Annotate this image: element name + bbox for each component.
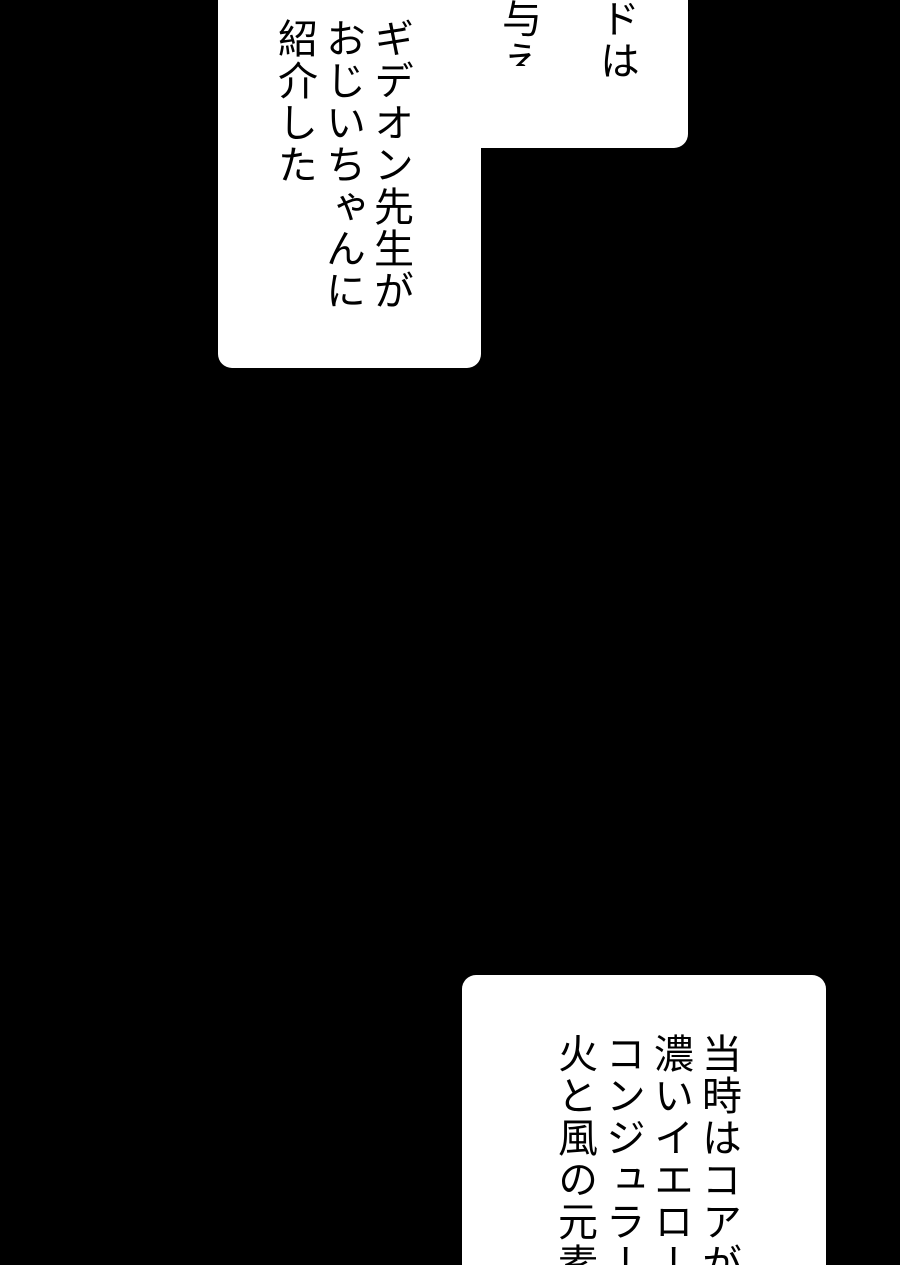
speech-box-upper <box>218 0 481 368</box>
text-column-4: 当時はコアが <box>695 1033 741 1265</box>
text-column-2: おじいちゃんに <box>319 18 365 312</box>
text-column-1: ギデオン先生が <box>367 18 413 312</box>
speech-box-lower: 当時はコアが 濃いイエロー コンジュラー 火と風の元素 <box>462 975 826 1265</box>
text-column-partial-1: …ドは <box>593 0 639 82</box>
text-column-5: 濃いイエロー <box>647 1033 693 1265</box>
text-column-partial-2: …与え <box>495 0 541 66</box>
text-column-7: 火と風の元素 <box>551 1033 597 1265</box>
text-column-3: 紹介した <box>271 18 317 186</box>
text-column-6: コンジュラー <box>599 1033 645 1265</box>
speech-box-upper-tab <box>480 0 688 148</box>
